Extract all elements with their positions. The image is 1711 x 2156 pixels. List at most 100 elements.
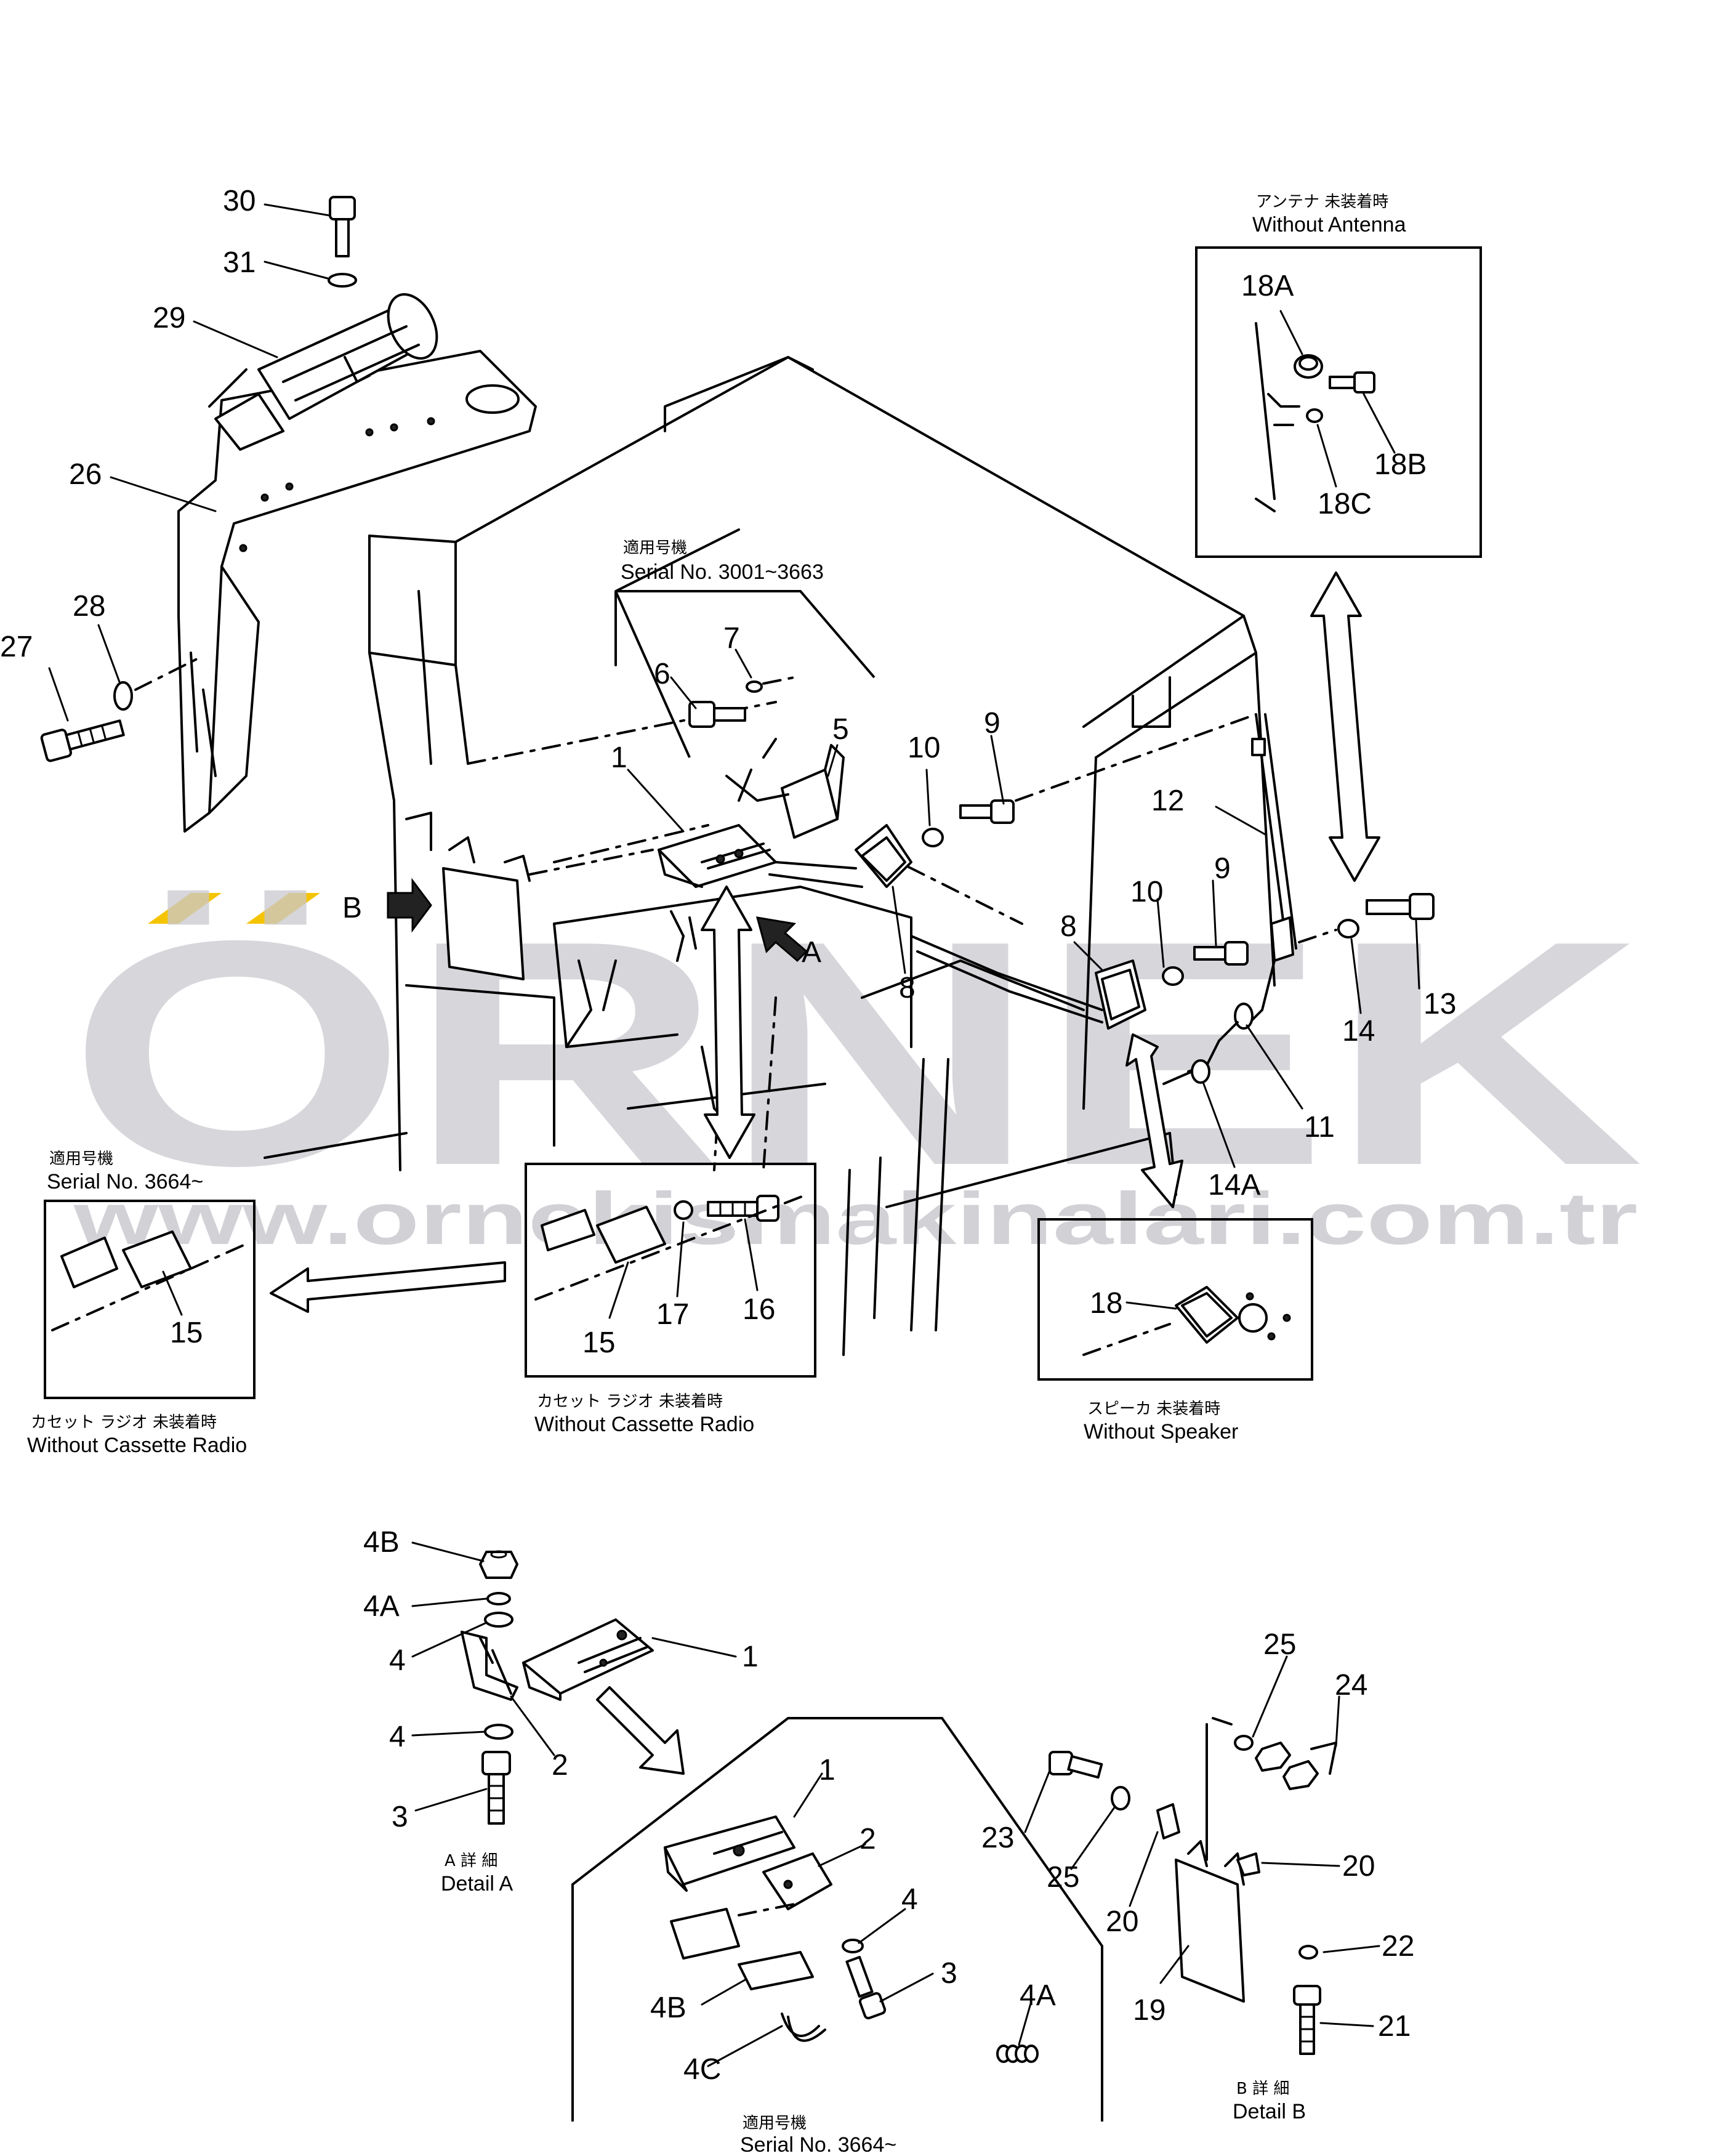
callout-5: 5 [832,713,849,746]
callout-21: 21 [1378,2010,1411,2043]
callout-4a-detail-a: 4A [363,1590,400,1623]
screw-9-lower-icon [1193,941,1249,966]
callout-20-lower: 20 [1106,1905,1138,1938]
bolt-21-icon [1293,1985,1321,2055]
callout-26: 26 [69,458,102,491]
callout-13: 13 [1423,988,1456,1020]
caption-speaker-jp: スピーカ 未装着時 [1087,1400,1220,1418]
double-arrow-antenna [1310,571,1380,882]
caption-left-cassette-jp: カセット ラジオ 未装着時 [31,1413,217,1432]
callout-8-center: 8 [899,972,916,1004]
bolt-30-icon [329,196,356,257]
caption-detail-a-jp: A 詳 細 [445,1852,497,1870]
caption-speaker-en: Without Speaker [1084,1420,1238,1443]
detail-b [1049,1717,1337,2055]
callout-14a: 14A [1208,1169,1260,1201]
bolt-3-icon [481,1751,511,1825]
washer-10-lower-icon [1162,966,1184,986]
double-arrow-speaker [1125,1033,1183,1208]
radio-1-bottom-icon [664,1815,795,1892]
callout-18c: 18C [1318,488,1372,520]
callout-16: 16 [743,1293,775,1326]
callout-19: 19 [1133,1994,1165,2027]
bolt-27-icon [40,719,125,762]
callout-27: 27 [0,631,33,663]
callout-18a: 18A [1241,270,1294,302]
view-marker-b: B [342,892,362,924]
screw-9-upper-icon [959,799,1015,824]
speaker-8-lower-icon [1095,959,1146,1030]
caption-top-serial-en: Serial No. 3001~3663 [621,560,824,584]
callout-2-detail-a: 2 [552,1749,568,1782]
washer-7-icon [746,680,763,693]
washers-4a-bottom-icon [996,2045,1039,2063]
callout-14: 14 [1342,1015,1375,1048]
fire-extinguisher-part [208,293,438,451]
callout-18: 18 [1090,1287,1122,1320]
callout-9-upper: 9 [984,707,1000,740]
callout-20-upper: 20 [1342,1850,1375,1883]
callout-23: 23 [981,1822,1014,1854]
caption-mid-cassette-jp: カセット ラジオ 未装着時 [537,1392,723,1411]
cassette-radio-assembly [658,713,1435,1085]
callout-9-lower: 9 [1214,852,1231,885]
antenna-12-icon [1162,713,1297,1085]
bottom-serial-inset [571,1717,1103,2122]
clip-4c-icon [781,2013,826,2042]
callout-17: 17 [656,1298,689,1331]
caption-mid-cassette-en: Without Cassette Radio [534,1413,754,1436]
cover-15-left-small-icon [60,1237,118,1288]
cover-15-middle-icon [596,1206,666,1264]
view-b-arrow-icon [387,878,432,933]
nuts-24-icon [1255,1742,1319,1790]
callout-29: 29 [153,302,185,334]
bracket-20-lower-icon [1156,1803,1180,1839]
callout-4c-bottom: 4C [683,2053,721,2086]
callout-25-upper: 25 [1263,1628,1296,1661]
callout-4-detail-a-upper: 4 [389,1644,406,1677]
callout-11: 11 [1304,1111,1335,1144]
nut-4b-bottom-icon [738,1951,814,1990]
washer-25-lower-icon [1111,1786,1130,1811]
callout-25-lower: 25 [1047,1861,1079,1894]
callout-31: 31 [223,246,256,279]
washer-17-icon [674,1200,693,1220]
caption-left-serial-jp: 適用号機 [49,1150,113,1168]
washer-31-icon [328,273,357,288]
callout-10-lower: 10 [1130,876,1163,908]
caption-antenna-en: Without Antenna [1252,213,1406,236]
caption-top-serial-jp: 適用号機 [623,539,687,557]
watermark-url: www.ornekismakinalari.com.tr [73,1177,1638,1260]
washer-25-upper-icon [1234,1735,1254,1751]
callout-1-detail-a: 1 [742,1641,759,1673]
callout-24: 24 [1335,1669,1367,1702]
callout-15-middle: 15 [582,1326,615,1359]
bracket-2-bottom-icon [762,1852,832,1910]
washer-28-icon [113,681,133,711]
callout-6: 6 [654,658,670,690]
arrow-to-left-inset [270,1261,506,1313]
washer-18c-icon [1306,408,1323,423]
detail-a [461,1550,654,1825]
captions: 適用号機 Serial No. 3001~3663 アンテナ 未装着時 With… [27,193,1406,2156]
callout-18b: 18B [1374,448,1427,481]
callout-4b-detail-a: 4B [363,1526,400,1559]
washer-4-upper-icon [484,1612,513,1628]
bracket-20-upper-icon [1236,1852,1260,1876]
washer-4-lower-icon [484,1724,513,1740]
caption-left-cassette-en: Without Cassette Radio [27,1434,247,1457]
nut-4b-icon [479,1550,518,1579]
cap-18a-icon [1294,354,1323,379]
callout-30: 30 [223,185,256,217]
washer-22-icon [1298,1945,1318,1960]
callout-4a-bottom: 4A [1020,1979,1056,2012]
speaker-8-upper-icon [855,824,912,888]
callout-4-bottom: 4 [901,1883,918,1916]
bolt-3-bottom-icon [845,1956,887,2020]
callout-4-detail-a-lower: 4 [389,1721,406,1753]
callout-1-bottom: 1 [819,1754,835,1787]
watermark: ÖRNEK www.ornekismakinalari.com.tr [68,874,1644,1260]
bolt-13-icon [1366,893,1435,920]
